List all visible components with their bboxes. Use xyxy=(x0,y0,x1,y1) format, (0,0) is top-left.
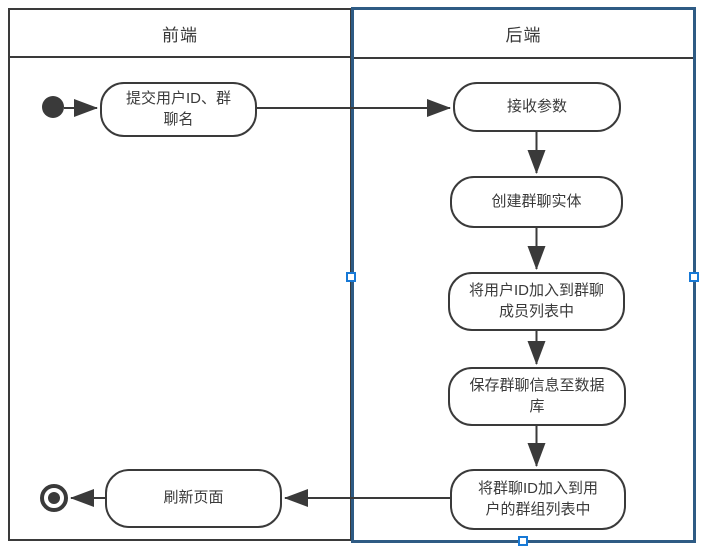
lane-frontend-header[interactable]: 前端 xyxy=(10,10,350,58)
action-node-add-user-to-members-label: 将用户ID加入到群聊成员列表中 xyxy=(469,282,605,320)
action-node-refresh-page-label: 刷新页面 xyxy=(163,489,224,507)
lane-frontend-title: 前端 xyxy=(162,25,198,45)
action-node-create-group-entity-label: 创建群聊实体 xyxy=(491,192,582,210)
action-node-add-user-to-members[interactable]: 将用户ID加入到群聊成员列表中 xyxy=(448,272,625,331)
action-node-add-group-to-user-list[interactable]: 将群聊ID加入到用户的群组列表中 xyxy=(450,469,626,530)
action-node-create-group-entity[interactable]: 创建群聊实体 xyxy=(450,176,623,228)
action-node-submit-user-id[interactable]: 提交用户ID、群聊名 xyxy=(100,82,257,137)
lane-backend-header[interactable]: 后端 xyxy=(354,10,693,59)
selection-handle-left[interactable] xyxy=(346,272,356,282)
action-node-add-group-to-user-list-label: 将群聊ID加入到用户的群组列表中 xyxy=(477,480,598,518)
final-node-dot xyxy=(48,492,60,504)
selection-handle-bottom[interactable] xyxy=(518,536,528,546)
action-node-receive-params-label: 接收参数 xyxy=(506,97,567,115)
final-node[interactable] xyxy=(40,484,68,512)
action-node-submit-user-id-label: 提交用户ID、群聊名 xyxy=(125,90,231,128)
action-node-refresh-page[interactable]: 刷新页面 xyxy=(105,469,282,528)
initial-node[interactable] xyxy=(42,96,64,118)
action-node-save-group-to-db[interactable]: 保存群聊信息至数据库 xyxy=(448,367,626,426)
selection-handle-right[interactable] xyxy=(689,272,699,282)
lane-backend-title: 后端 xyxy=(505,26,542,45)
action-node-save-group-to-db-label: 保存群聊信息至数据库 xyxy=(469,377,605,415)
action-node-receive-params[interactable]: 接收参数 xyxy=(453,82,621,132)
